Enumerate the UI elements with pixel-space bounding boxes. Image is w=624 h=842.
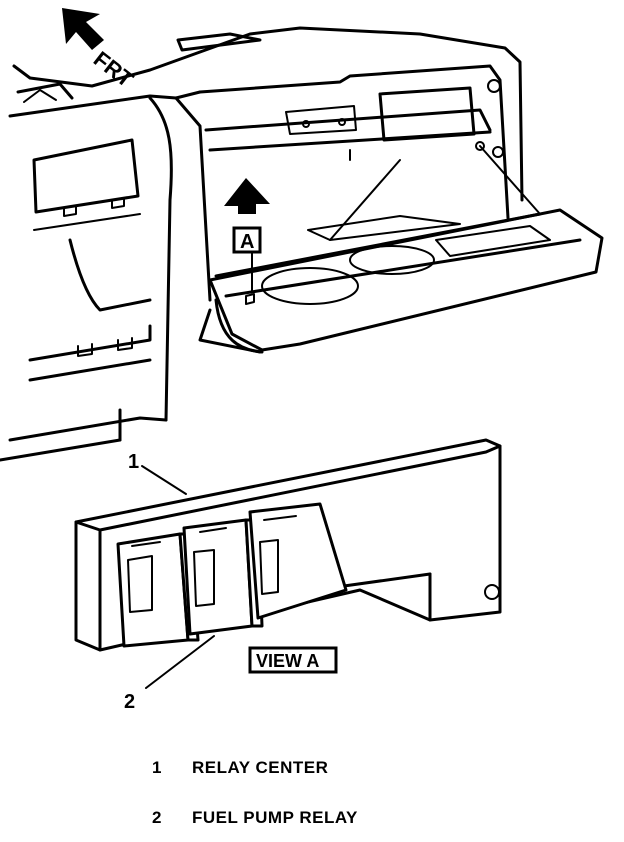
- detail-marker-label: A: [240, 231, 254, 253]
- front-direction-arrow-icon: [62, 8, 104, 50]
- glove-box-door: [198, 145, 604, 354]
- view-label: VIEW A: [256, 651, 319, 671]
- view-a-up-arrow-icon: [224, 178, 270, 214]
- callout-1-number: 1: [128, 451, 139, 473]
- legend-text: RELAY CENTER: [192, 758, 329, 777]
- callout-2-number: 2: [124, 691, 135, 713]
- view-label-box: [248, 646, 338, 674]
- instrument-panel: [0, 26, 524, 462]
- legend-text: FUEL PUMP RELAY: [192, 808, 358, 827]
- legend-number: 2: [152, 808, 162, 827]
- fuel-pump-relays: [116, 502, 348, 648]
- legend-number: 1: [152, 758, 162, 777]
- callout-2-leader: [145, 635, 215, 689]
- detail-marker-box: [232, 226, 262, 254]
- callout-1-leader: [141, 465, 187, 495]
